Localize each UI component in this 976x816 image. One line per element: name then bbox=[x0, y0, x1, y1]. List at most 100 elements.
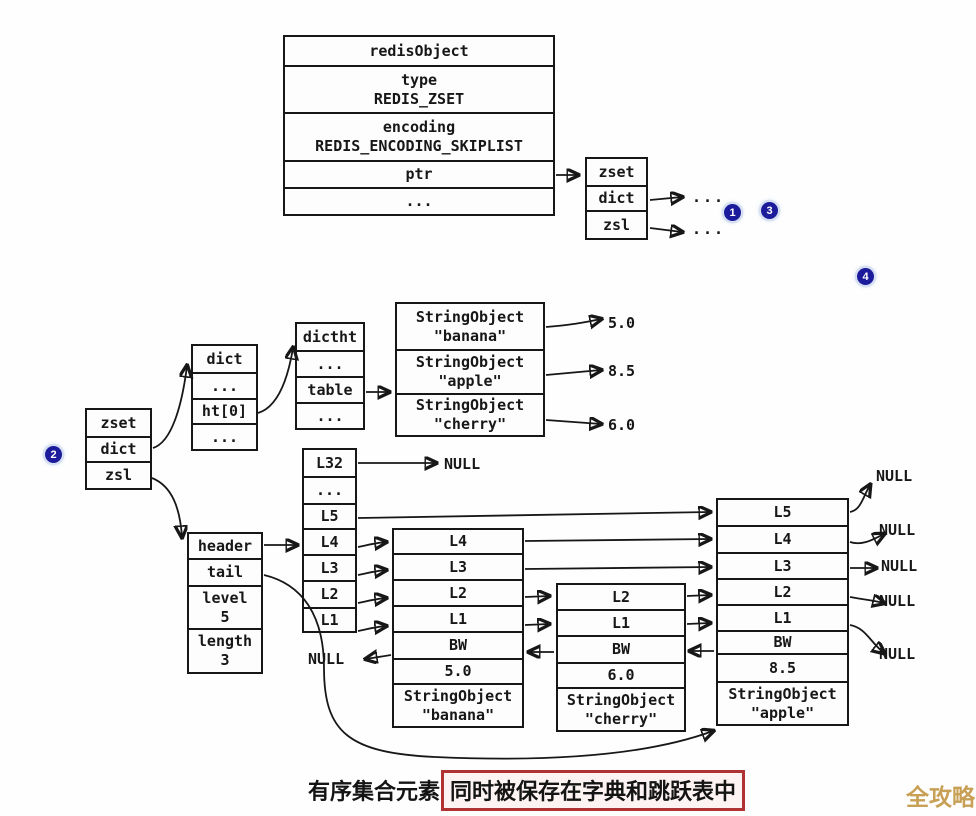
null-label-apple-l5: NULL bbox=[876, 467, 913, 485]
zskiplist-field-tail: tail bbox=[189, 558, 261, 585]
dictht-title: dictht bbox=[302, 327, 358, 346]
redis-object-title: redisObject bbox=[369, 41, 469, 60]
redis-object-box: redisObject type REDIS_ZSET encoding RED… bbox=[283, 35, 555, 216]
badge-2: 2 bbox=[45, 446, 62, 463]
header-levels-box: L32 ... L5 L4 L3 L2 L1 bbox=[302, 448, 357, 633]
zset-top-field-zsl: zsl bbox=[587, 210, 646, 238]
arrow-dictcell-to-dictbox bbox=[152, 366, 187, 449]
watermark: 全攻略 bbox=[906, 784, 975, 810]
skiplist-node-apple: L5 L4 L3 L2 L1 BW 8.5 StringObject "appl… bbox=[716, 498, 849, 726]
level-l3: L3 bbox=[304, 554, 355, 580]
cherry-bw: BW bbox=[558, 635, 684, 662]
ellipsis-after-zsl: ... bbox=[692, 220, 726, 238]
zset-left-field-zsl: zsl bbox=[87, 461, 150, 488]
arrow-banana-l2-to-cherry bbox=[524, 596, 549, 597]
badge-1: 1 bbox=[724, 204, 741, 221]
member-banana: StringObject "banana" bbox=[415, 307, 525, 345]
null-label-apple-l3: NULL bbox=[881, 557, 918, 575]
arrow-l3-to-banana bbox=[357, 570, 386, 575]
dictht-field-ellipsis-1: ... bbox=[297, 350, 363, 376]
zskiplist-field-length: length 3 bbox=[189, 628, 261, 672]
dict-field-ellipsis-2: ... bbox=[193, 423, 256, 449]
dictht-field-table: table bbox=[297, 376, 363, 402]
dict-struct-box: dict ... ht[0] ... bbox=[191, 344, 258, 451]
null-label-apple-l4: NULL bbox=[879, 521, 916, 539]
banana-l2: L2 bbox=[394, 579, 522, 605]
skiplist-node-cherry: L2 L1 BW 6.0 StringObject "cherry" bbox=[556, 583, 686, 732]
zskiplist-field-header: header bbox=[197, 536, 253, 555]
null-label-apple-l1: NULL bbox=[879, 645, 916, 663]
arrow-l2-to-banana bbox=[357, 598, 386, 603]
score-label-apple: 8.5 bbox=[608, 362, 636, 380]
score-label-cherry: 6.0 bbox=[608, 416, 636, 434]
apple-l5: L5 bbox=[773, 503, 792, 522]
null-label-l32: NULL bbox=[444, 455, 481, 473]
redis-object-field-ptr: ptr bbox=[285, 160, 553, 187]
banana-l3: L3 bbox=[394, 553, 522, 579]
arrow-banana-l3-to-apple bbox=[524, 567, 710, 569]
badge-3: 3 bbox=[761, 202, 778, 219]
level-l5: L5 bbox=[304, 503, 355, 528]
member-apple: StringObject "apple" bbox=[397, 349, 543, 393]
cherry-l2: L2 bbox=[611, 587, 631, 606]
level-l32: L32 bbox=[315, 453, 344, 472]
arrow-apple-l5-to-null bbox=[849, 485, 870, 513]
apple-member: StringObject "apple" bbox=[718, 681, 847, 724]
arrow-apple-to-score bbox=[545, 370, 601, 375]
level-ellipsis: ... bbox=[304, 476, 355, 503]
cherry-score: 6.0 bbox=[558, 662, 684, 687]
cherry-l1: L1 bbox=[558, 609, 684, 635]
arrow-cherry-l1-to-apple bbox=[686, 623, 710, 624]
arrow-zsl-top-to-dots bbox=[649, 228, 682, 232]
dict-field-ht0: ht[0] bbox=[193, 398, 256, 423]
zset-top-field-dict: dict bbox=[587, 185, 646, 210]
apple-l3: L3 bbox=[718, 552, 847, 578]
arrow-banana-l4-to-apple bbox=[524, 539, 710, 541]
zset-left-title: zset bbox=[100, 413, 137, 432]
arrow-l5-to-apple bbox=[357, 512, 710, 518]
zset-top-title: zset bbox=[598, 162, 635, 181]
banana-bw: BW bbox=[394, 631, 522, 658]
banana-member: StringObject "banana" bbox=[394, 683, 522, 726]
member-cherry: StringObject "cherry" bbox=[397, 393, 543, 435]
apple-score: 8.5 bbox=[718, 653, 847, 681]
banana-score: 5.0 bbox=[394, 658, 522, 683]
apple-bw: BW bbox=[718, 630, 847, 653]
cherry-member: StringObject "cherry" bbox=[558, 687, 684, 730]
redis-object-field-type: type REDIS_ZSET bbox=[285, 65, 553, 112]
badge-4: 4 bbox=[857, 268, 874, 285]
member-table-box: StringObject "banana" StringObject "appl… bbox=[395, 302, 545, 437]
zskiplist-field-level: level 5 bbox=[189, 585, 261, 628]
level-l1: L1 bbox=[304, 607, 355, 631]
level-l4: L4 bbox=[304, 528, 355, 554]
null-label-apple-l2: NULL bbox=[879, 592, 916, 610]
caption-prefix: 有序集合元素 bbox=[308, 779, 441, 804]
dict-field-ellipsis-1: ... bbox=[193, 372, 256, 398]
caption: 有序集合元素同时被保存在字典和跳跃表中 bbox=[308, 769, 746, 811]
arrow-zsl-to-zskiplist bbox=[151, 477, 182, 537]
ellipsis-after-dict: ... bbox=[692, 188, 726, 206]
apple-l2: L2 bbox=[718, 578, 847, 604]
redis-object-field-encoding: encoding REDIS_ENCODING_SKIPLIST bbox=[285, 112, 553, 160]
arrow-l4-to-banana bbox=[357, 542, 386, 547]
arrow-banana-bw-to-null bbox=[366, 655, 392, 659]
apple-l4: L4 bbox=[718, 525, 847, 552]
arrow-cherry-to-score bbox=[545, 420, 601, 424]
score-label-banana: 5.0 bbox=[608, 314, 636, 332]
dictht-struct-box: dictht ... table ... bbox=[295, 322, 365, 430]
arrow-l1-to-banana bbox=[357, 626, 386, 631]
arrow-cherry-l2-to-apple bbox=[686, 595, 710, 596]
banana-l1: L1 bbox=[394, 605, 522, 631]
arrow-ht0-to-dictht bbox=[257, 348, 293, 414]
zskiplist-struct-box: header tail level 5 length 3 bbox=[187, 532, 263, 674]
apple-l1: L1 bbox=[718, 604, 847, 630]
dictht-field-ellipsis-2: ... bbox=[297, 402, 363, 428]
dict-title: dict bbox=[206, 349, 243, 368]
skiplist-node-banana: L4 L3 L2 L1 BW 5.0 StringObject "banana" bbox=[392, 528, 524, 728]
arrow-banana-l1-to-cherry bbox=[524, 624, 549, 625]
caption-highlight-box: 同时被保存在字典和跳跃表中 bbox=[441, 769, 746, 811]
banana-l4: L4 bbox=[448, 532, 468, 551]
zset-left-field-dict: dict bbox=[87, 436, 150, 461]
arrow-dict-top-to-dots bbox=[649, 197, 682, 200]
